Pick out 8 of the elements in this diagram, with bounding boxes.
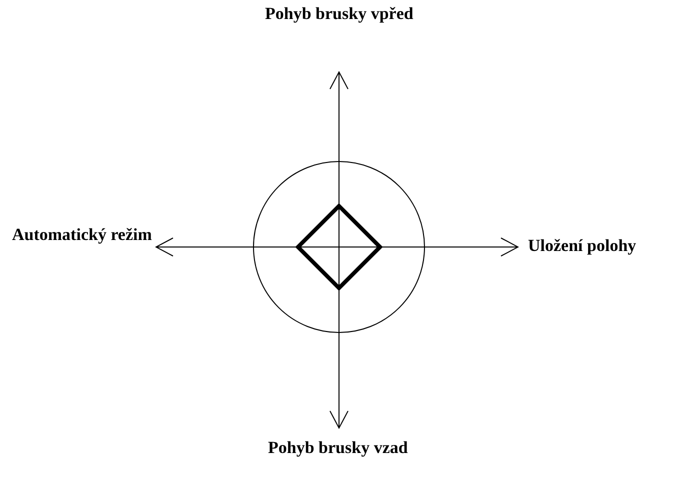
arrow — [382, 238, 518, 256]
arrow — [156, 238, 296, 256]
arrow — [330, 290, 348, 428]
label-text: Uložení polohy — [518, 235, 679, 261]
label-text: Pohyb brusky vzad — [255, 428, 430, 490]
label-text: Pohyb brusky vpřed — [255, 3, 430, 72]
arrow — [330, 72, 348, 204]
label-text: Automatický režim — [6, 224, 156, 272]
